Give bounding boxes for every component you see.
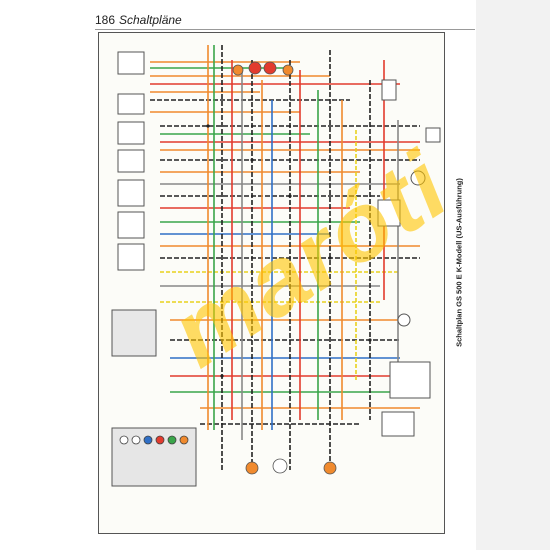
component-box-7 — [117, 243, 145, 271]
component-box-4 — [117, 149, 145, 173]
lamp-orange-bottom-left — [245, 461, 259, 475]
connector-orange — [179, 435, 189, 445]
component-box-8 — [111, 309, 157, 357]
lamp-white-bottom — [272, 458, 288, 474]
battery-box — [389, 361, 431, 399]
junction-dot — [220, 374, 224, 378]
bottom-lamps — [245, 458, 337, 475]
ignition-coil — [425, 127, 441, 143]
junction-dot — [206, 124, 210, 128]
component-box-1 — [117, 51, 145, 75]
connector-blue — [143, 435, 153, 445]
lamp-red-1 — [248, 61, 262, 75]
component-box-2 — [117, 93, 145, 115]
junction-dot — [288, 194, 292, 198]
connector-green — [167, 435, 177, 445]
junction-dots — [206, 124, 372, 378]
right-components — [377, 79, 441, 437]
lamp-orange-right — [282, 64, 294, 76]
component-box-6 — [117, 211, 145, 239]
vertical-wires — [207, 45, 399, 470]
junction-dot — [250, 158, 254, 162]
component-box-5 — [117, 179, 145, 207]
adjacent-page-edge — [476, 0, 550, 550]
junction-dot — [328, 256, 332, 260]
chapter-title: Schaltpläne — [119, 13, 182, 27]
lamp-orange-left — [232, 64, 244, 76]
header-rule — [95, 29, 475, 30]
lamp-orange-bottom-right — [323, 461, 337, 475]
connector-red — [155, 435, 165, 445]
connector-circles — [119, 435, 189, 445]
connector-white-2 — [131, 435, 141, 445]
starter-relay — [397, 313, 411, 327]
fuse-block — [381, 79, 397, 101]
regulator-box — [377, 199, 401, 227]
relay-box — [381, 411, 415, 437]
top-lamps — [232, 61, 294, 76]
page-number: 186 — [95, 13, 116, 27]
page-header: 186 Schaltpläne — [95, 9, 475, 31]
lamp-red-2 — [263, 61, 277, 75]
junction-dot — [368, 338, 372, 342]
connector-white-1 — [119, 435, 129, 445]
component-box-3 — [117, 121, 145, 145]
generator-symbol — [410, 170, 426, 186]
